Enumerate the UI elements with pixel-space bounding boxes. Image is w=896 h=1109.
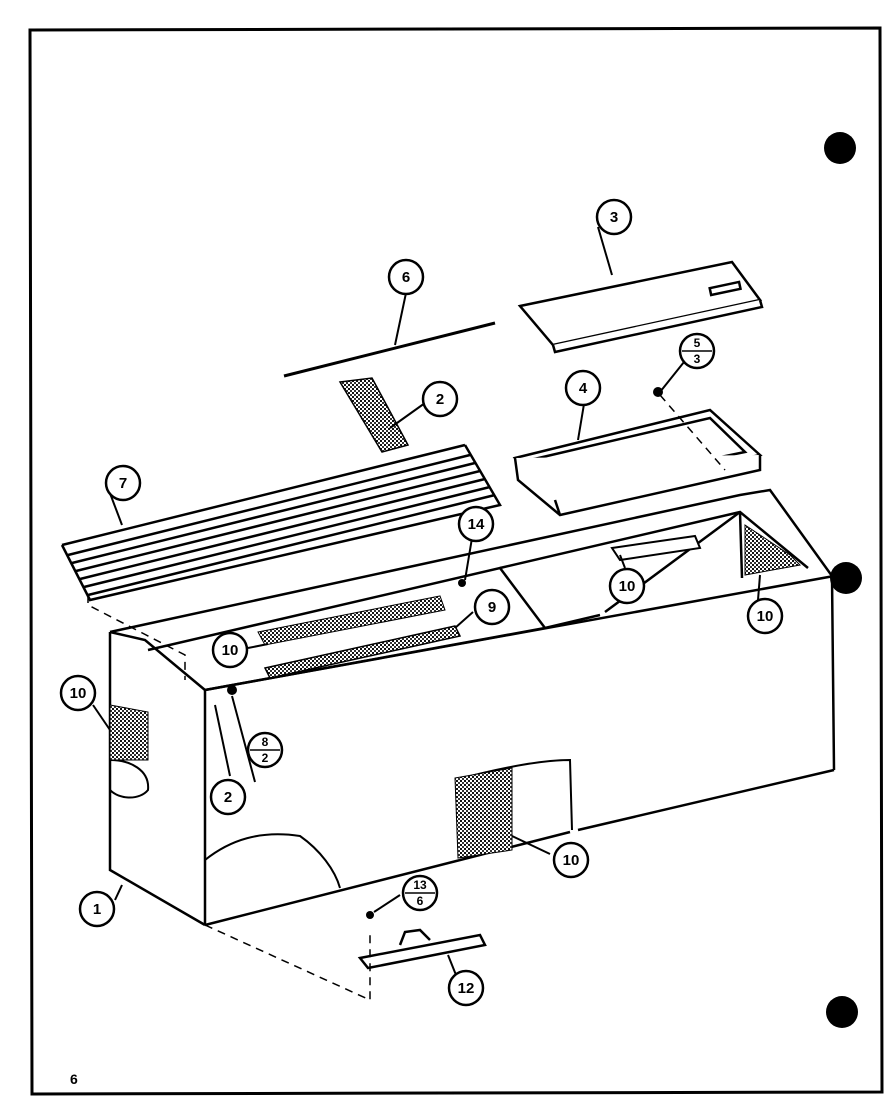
callout-10-rear: 10 xyxy=(746,597,784,635)
svg-text:6: 6 xyxy=(402,269,410,286)
part-6-rod xyxy=(283,321,496,378)
svg-text:10: 10 xyxy=(563,852,580,869)
svg-text:2: 2 xyxy=(224,789,232,806)
screw-5 xyxy=(653,387,663,397)
binder-hole-bottom xyxy=(826,996,858,1028)
svg-text:5: 5 xyxy=(694,336,701,350)
assembly-lines xyxy=(87,394,726,1002)
svg-text:13: 13 xyxy=(413,878,427,892)
part-7-grille xyxy=(60,443,502,602)
svg-text:10: 10 xyxy=(757,608,774,625)
mesh-side-panel xyxy=(109,704,149,761)
callout-1: 1 xyxy=(78,890,116,928)
callout-14: 14 xyxy=(457,505,495,543)
svg-text:10: 10 xyxy=(70,685,87,702)
svg-text:14: 14 xyxy=(468,516,485,533)
svg-text:9: 9 xyxy=(488,599,496,616)
part-2-foam-block xyxy=(338,377,410,453)
callout-10-front: 10 xyxy=(552,841,590,879)
mesh-plate-right xyxy=(610,534,702,562)
svg-text:3: 3 xyxy=(694,352,701,366)
svg-text:12: 12 xyxy=(458,980,475,997)
svg-text:6: 6 xyxy=(417,894,424,908)
svg-text:8: 8 xyxy=(262,735,269,749)
cabinet-part-1 xyxy=(108,488,836,927)
callout-9: 9 xyxy=(473,588,511,626)
binder-hole-top xyxy=(824,132,856,164)
callout-6: 6 xyxy=(387,258,425,296)
svg-text:1: 1 xyxy=(93,901,101,918)
binder-hole-middle xyxy=(830,562,862,594)
callout-2-upper: 2 xyxy=(421,380,459,418)
svg-text:10: 10 xyxy=(619,578,636,595)
svg-text:2: 2 xyxy=(262,751,269,765)
screw-8 xyxy=(227,685,237,695)
svg-text:3: 3 xyxy=(610,209,618,226)
svg-text:7: 7 xyxy=(119,475,127,492)
part-4-tray xyxy=(512,408,763,517)
callout-10-plate: 10 xyxy=(608,567,646,605)
screw-14 xyxy=(458,579,466,587)
mesh-front-panel xyxy=(454,767,513,859)
fraction-callout-13-6: 13 6 xyxy=(401,874,439,912)
callout-10-side: 10 xyxy=(59,674,97,712)
callout-12: 12 xyxy=(447,969,485,1007)
part-9-strip xyxy=(263,625,462,679)
part-3-cover xyxy=(517,260,764,354)
callout-4: 4 xyxy=(564,369,602,407)
callout-3: 3 xyxy=(595,198,633,236)
page-number: 6 xyxy=(70,1071,78,1087)
svg-text:4: 4 xyxy=(579,380,588,397)
fraction-callout-5-3: 5 3 xyxy=(678,332,716,370)
mesh-top-strip xyxy=(257,595,446,646)
part-12-bracket xyxy=(357,928,487,970)
page-border xyxy=(28,26,884,1096)
screw-13 xyxy=(366,911,374,919)
callout-2-lower: 2 xyxy=(209,778,247,816)
callout-10-top: 10 xyxy=(211,631,249,669)
svg-text:10: 10 xyxy=(222,642,239,659)
callout-7: 7 xyxy=(104,464,142,502)
fraction-callout-8-2: 8 2 xyxy=(246,731,284,769)
mesh-rear-corner xyxy=(744,524,802,576)
svg-text:2: 2 xyxy=(436,391,444,408)
